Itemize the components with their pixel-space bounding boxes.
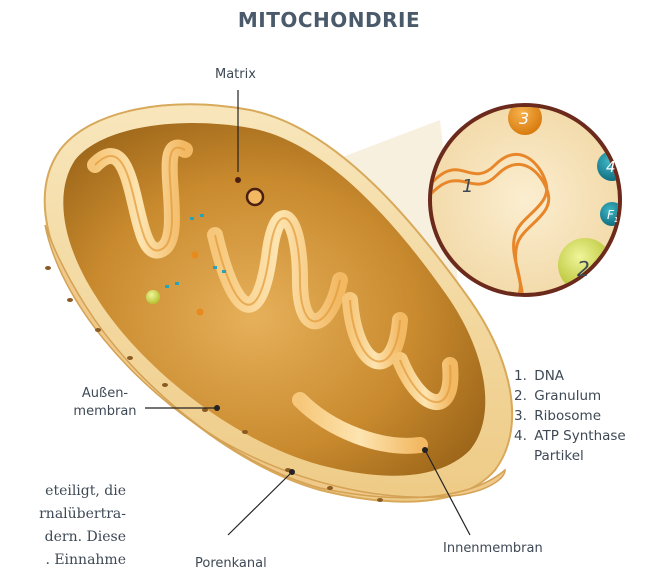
granule-orange-a (192, 252, 199, 259)
zoom-inset: 1 2 3 4 F1 (428, 101, 633, 310)
legend-item: 1. DNA (514, 366, 626, 386)
body-text-line: rnalübertra- (0, 503, 126, 526)
body-text-line: eteiligt, die (0, 480, 126, 503)
marker-4: 4 (606, 158, 616, 176)
body-text-fragment: eteiligt, die rnalübertra- dern. Diese .… (0, 480, 126, 572)
legend-text: ATP Synthase (534, 428, 625, 444)
label-outer-membrane: Außen- membran (70, 385, 140, 421)
marker-3: 3 (519, 109, 529, 128)
legend-num: 3. (514, 406, 530, 426)
legend-item: 3. Ribosome (514, 406, 626, 426)
legend-text: Granulum (534, 388, 601, 404)
legend-num: 1. (514, 366, 530, 386)
label-matrix: Matrix (215, 66, 256, 84)
label-inner-membrane: Innenmembran (443, 540, 543, 558)
zoom-source-circle (247, 189, 263, 205)
legend-num: 2. (514, 386, 530, 406)
label-pore-channel: Porenkanal (195, 555, 267, 573)
granule-orange-b (197, 309, 204, 316)
marker-1: 1 (462, 176, 473, 197)
label-outer-membrane-line2: membran (70, 403, 140, 421)
legend-num: 4. (514, 426, 530, 446)
granule-green (146, 290, 160, 304)
legend: 1. DNA 2. Granulum 3. Ribosome 4. ATP Sy… (514, 366, 626, 466)
legend-item: 2. Granulum (514, 386, 626, 406)
legend-subtext: Partikel (514, 446, 626, 466)
label-outer-membrane-line1: Außen- (70, 385, 140, 403)
body-text-line: dern. Diese (0, 526, 126, 549)
page-title: MITOCHONDRIE (0, 8, 658, 32)
legend-item: 4. ATP Synthase (514, 426, 626, 446)
legend-text: DNA (534, 368, 564, 384)
marker-2: 2 (577, 257, 590, 281)
legend-text: Ribosome (534, 408, 601, 424)
body-text-line: . Einnahme (0, 549, 126, 572)
